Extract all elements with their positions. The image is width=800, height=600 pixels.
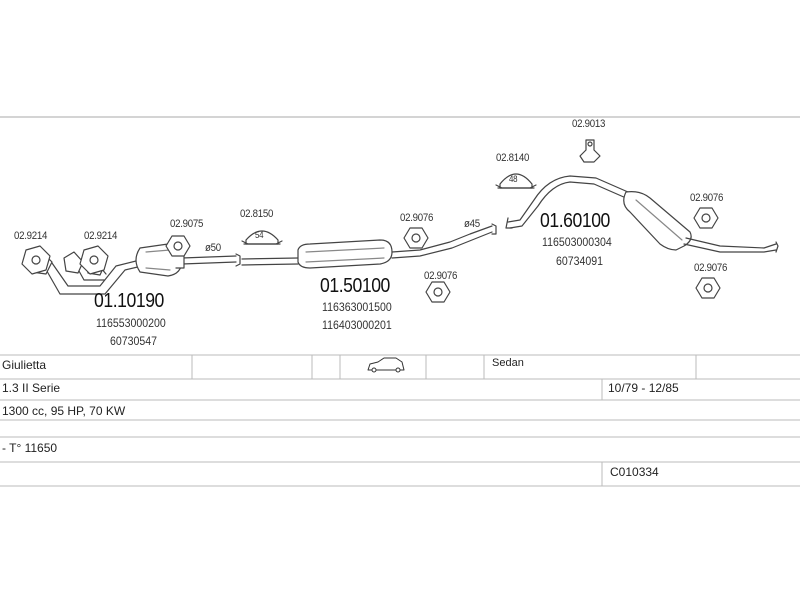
vehicle-series: 1.3 II Serie [2,381,61,395]
vehicle-engine: 1300 cc, 95 HP, 70 KW [2,404,126,418]
vehicle-model: Giulietta [2,358,47,372]
gasket-ring-icon [165,235,191,257]
gasket-ring-icon [695,277,721,299]
gasket-label: 02.9075 [170,218,204,230]
clamp-label: 02.8150 [240,208,274,220]
vehicle-code: C010334 [610,465,659,479]
rear-silencer-ref1: 116503000304 [542,235,612,249]
clamp-54-icon [241,230,283,245]
gasket-label: 02.9214 [14,230,48,242]
pipe-diameter-label: ø50 [205,242,221,254]
gasket-label: 02.9076 [694,262,728,274]
center-silencer-ref1: 116363001500 [322,300,392,314]
gasket-label: 02.9214 [84,230,118,242]
pipe-diameter-label: ø45 [464,218,480,230]
gasket-ring-icon [79,245,109,275]
gasket-label: 02.9076 [400,212,434,224]
clamp-size-label: 48 [509,174,518,184]
gasket-ring-icon [693,207,719,229]
rear-silencer-code: 01.60100 [540,210,610,232]
center-silencer-ref2: 116403000201 [322,318,392,332]
rear-silencer-part [505,175,779,253]
vehicle-years: 10/79 - 12/85 [608,381,679,395]
clamp-label: 02.8140 [496,152,530,164]
clamp-48-icon [495,173,537,189]
gasket-ring-icon [403,227,429,249]
center-silencer-code: 01.50100 [320,275,390,297]
gasket-label: 02.9076 [690,192,724,204]
front-pipe-ref2: 60730547 [110,334,157,348]
vehicle-note: - T° 11650 [2,441,58,455]
clamp-size-label: 54 [255,230,264,240]
front-pipe-ref1: 116553000200 [96,316,166,330]
gasket-ring-icon [425,281,451,303]
front-pipe-code: 01.10190 [94,290,164,312]
info-table-lines [0,354,800,487]
bracket-label: 02.9013 [572,118,606,130]
gasket-label: 02.9076 [424,270,458,282]
rubber-bracket-icon [579,139,601,163]
rear-silencer-ref2: 60734091 [556,254,603,268]
gasket-ring-icon [21,245,51,275]
center-silencer-part [241,223,497,269]
sedan-car-icon [367,357,405,373]
vehicle-body: Sedan [492,357,524,369]
